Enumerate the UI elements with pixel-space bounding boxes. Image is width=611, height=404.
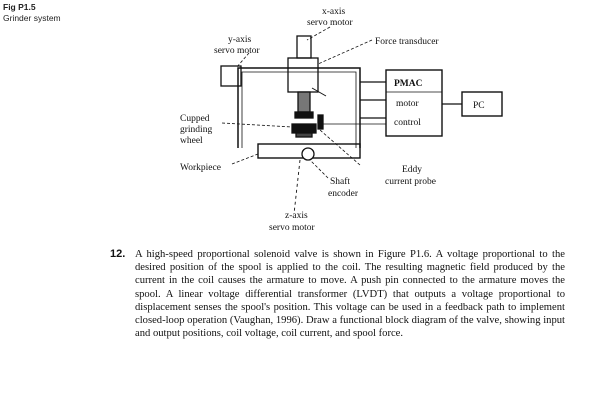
figure-number: Fig P1.5 (3, 2, 36, 12)
y-axis-servo-label: servo motor (214, 46, 260, 56)
shaft-encoder (301, 147, 315, 161)
current-probe-label: current probe (385, 177, 436, 187)
cupped-grinding-wheel (291, 123, 317, 134)
motor-label: motor (396, 99, 420, 109)
spindle (297, 91, 311, 113)
grinding-label: grinding (180, 125, 212, 135)
pmac-box (385, 69, 443, 137)
y-axis-label: y-axis (228, 35, 252, 45)
problem-12: 12. A high-speed proportional solenoid v… (110, 248, 565, 340)
control-label: control (394, 118, 421, 128)
pc-label: PC (473, 101, 485, 111)
force-transducer-label: Force transducer (375, 37, 439, 47)
workpiece-label: Workpiece (180, 163, 221, 173)
problem-number: 12. (110, 248, 126, 260)
y-axis-servo-motor (220, 65, 242, 87)
z-axis-servo-label: servo motor (269, 223, 315, 233)
problem-text: A high-speed proportional solenoid valve… (135, 249, 565, 340)
wheel-label: wheel (180, 136, 203, 146)
x-axis-servo-label: servo motor (307, 18, 353, 28)
shaft-label: Shaft (330, 176, 350, 187)
figure-caption: Fig P1.5 Grinder system (3, 2, 61, 24)
x-axis-servo-motor (296, 35, 312, 59)
x-axis-label: x-axis (322, 7, 346, 17)
machine-frame (237, 67, 361, 148)
eddy-label: Eddy (402, 165, 422, 175)
figure-title: Grinder system (3, 13, 61, 23)
cupped-label: Cupped (180, 114, 210, 124)
eddy-current-probe (317, 114, 324, 130)
pmac-label: PMAC (394, 79, 423, 89)
encoder-label: encoder (328, 189, 359, 199)
grinder-system-diagram: x-axis servo motor y-axis servo motor Fo… (180, 7, 503, 233)
z-axis-label: z-axis (285, 211, 308, 221)
